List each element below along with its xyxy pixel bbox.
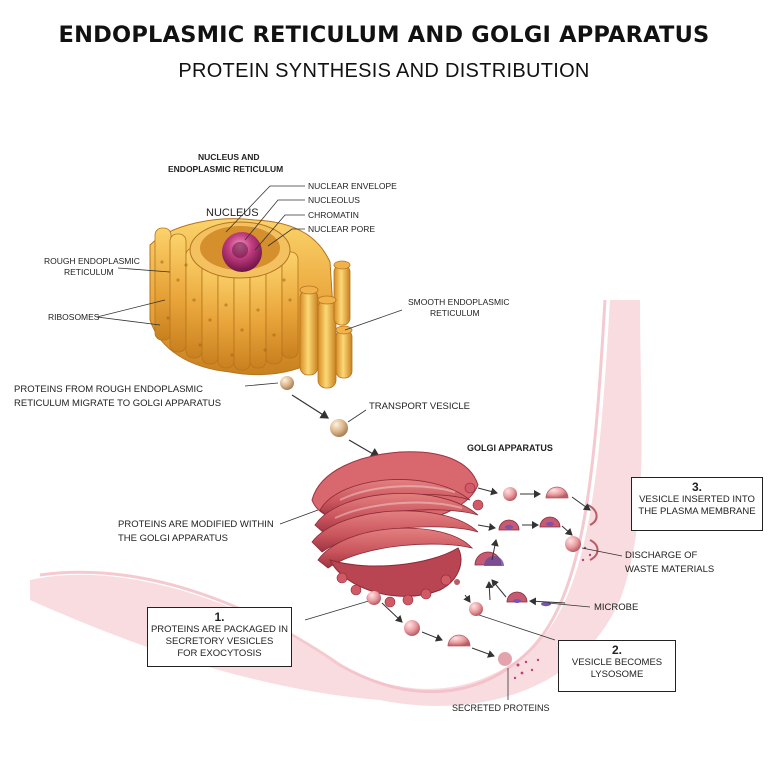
golgi-apparatus-label: GOLGI APPARATUS [467, 443, 553, 453]
vesicles [367, 486, 599, 680]
callout-number: 2. [611, 643, 622, 657]
callout-line: FOR EXOCYTOSIS [177, 648, 262, 659]
migrate-label-line1: PROTEINS FROM ROUGH ENDOPLASMIC [14, 384, 203, 395]
page-title: ENDOPLASMIC RETICULUM AND GOLGI APPARATU… [58, 22, 710, 48]
nuclear-pore-label: NUCLEAR PORE [308, 224, 376, 234]
endoplasmic-reticulum-illustration [149, 218, 353, 390]
rough-er-label-line1: ROUGH ENDOPLASMIC [44, 256, 140, 266]
er-leader-lines [96, 185, 403, 387]
callout-box-packaged: 1. PROTEINS ARE PACKAGED IN SECRETORY VE… [147, 607, 292, 667]
migrate-label-line2: RETICULUM MIGRATE TO GOLGI APPARATUS [14, 398, 222, 409]
callout-line: VESICLE INSERTED INTO [639, 494, 755, 505]
nucleus-label: NUCLEUS [206, 207, 259, 219]
page-subtitle: PROTEIN SYNTHESIS AND DISTRIBUTION [178, 60, 590, 82]
nucleolus-label: NUCLEOLUS [308, 195, 360, 205]
nucleus-er-heading-line1: NUCLEUS AND [198, 152, 260, 162]
transport-vesicle [330, 419, 348, 437]
callout-number: 1. [214, 610, 225, 624]
ribosomes-label: RIBOSOMES [48, 312, 100, 322]
callout-line: THE PLASMA MEMBRANE [638, 506, 756, 517]
discharge-label-line1: DISCHARGE OF [625, 550, 698, 561]
modified-label-line2: THE GOLGI APPARATUS [118, 533, 228, 544]
discharge-label-line2: WASTE MATERIALS [625, 564, 715, 575]
chromatin-label: CHROMATIN [308, 210, 359, 220]
transport-vesicle-label: TRANSPORT VESICLE [369, 401, 471, 412]
callout-box-membrane: 3. VESICLE INSERTED INTO THE PLASMA MEMB… [631, 477, 763, 531]
callout-line: SECRETORY VESICLES [165, 636, 274, 647]
callout-line: PROTEINS ARE PACKAGED IN [150, 624, 289, 635]
microbe-label: MICROBE [594, 602, 639, 613]
cell-body [30, 300, 642, 706]
smooth-er-label-line2: RETICULUM [430, 308, 480, 318]
callout-box-lysosome: 2. VESICLE BECOMES LYSOSOME [558, 640, 676, 692]
nuclear-envelope-label: NUCLEAR ENVELOPE [308, 181, 397, 191]
smooth-er-label-line1: SMOOTH ENDOPLASMIC [408, 297, 510, 307]
callout-number: 3. [691, 480, 702, 494]
callout-line: LYSOSOME [590, 669, 644, 680]
secreted-proteins-label: SECRETED PROTEINS [452, 703, 550, 713]
callout-line: VESICLE BECOMES [571, 657, 663, 668]
modified-label-line1: PROTEINS ARE MODIFIED WITHIN [118, 519, 274, 530]
rough-er-label-line2: RETICULUM [64, 267, 114, 277]
nucleus-er-heading-line2: ENDOPLASMIC RETICULUM [168, 164, 284, 174]
smooth-er-tubes [299, 260, 353, 389]
